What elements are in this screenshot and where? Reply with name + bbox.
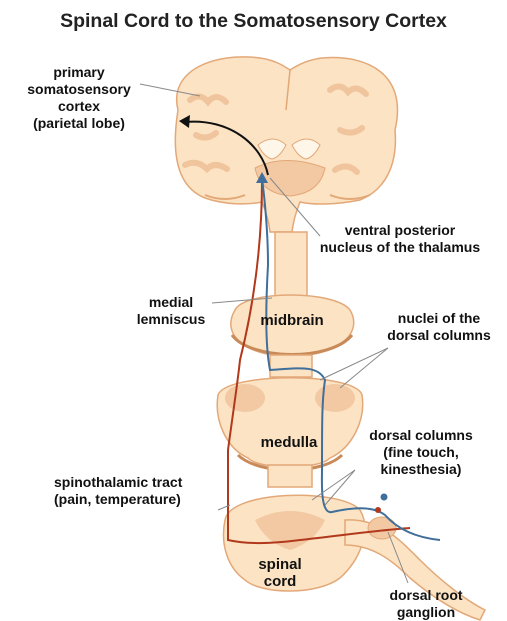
- lemniscus-label-line-1: medial: [128, 294, 214, 311]
- spinal-cord-label-line-1: spinal: [250, 556, 310, 573]
- dorsal-nuclei-leader-1: [320, 348, 388, 380]
- cortex-label-line-4: (parietal lobe): [12, 115, 146, 132]
- ganglion-blue-dot: [381, 494, 388, 501]
- spinal-cord-label-line-2: cord: [250, 573, 310, 590]
- spinothalamic-tract-label: spinothalamic tract (pain, temperature): [54, 474, 224, 508]
- dorsal-root-ganglion-label: dorsal root ganglion: [376, 587, 476, 621]
- dorsal-nuclei-leader-2: [340, 348, 388, 388]
- medulla-nucleus-right: [315, 384, 355, 412]
- medial-lemniscus-label: medial lemniscus: [128, 294, 214, 328]
- dorsal-columns-label-line-1: dorsal columns: [352, 427, 490, 444]
- dorsal-columns-label: dorsal columns (fine touch, kinesthesia): [352, 427, 490, 478]
- thalamus-label-line-1: ventral posterior: [300, 222, 500, 239]
- thalamus-label: ventral posterior nucleus of the thalamu…: [300, 222, 500, 256]
- brain-section: [175, 57, 397, 232]
- dorsal-nuclei-label-line-1: nuclei of the: [374, 310, 504, 327]
- medulla-nucleus-left: [225, 384, 265, 412]
- dorsal-root-label-line-2: ganglion: [376, 604, 476, 621]
- thalamus-label-line-2: nucleus of the thalamus: [300, 239, 500, 256]
- cortex-label-line-1: primary: [12, 64, 146, 81]
- lower-stem: [268, 465, 312, 487]
- cortex-label-line-2: somatosensory: [12, 81, 146, 98]
- brain-outline: [175, 57, 397, 232]
- ganglion-red-dot: [375, 507, 381, 513]
- dorsal-columns-label-line-2: (fine touch,: [352, 444, 490, 461]
- cortex-label: primary somatosensory cortex (parietal l…: [12, 64, 146, 132]
- lemniscus-label-line-2: lemniscus: [128, 311, 214, 328]
- medulla-label: medulla: [244, 434, 334, 451]
- dorsal-root-ganglion-body: [368, 517, 396, 539]
- spinal-cord-label: spinal cord: [250, 556, 310, 590]
- dorsal-columns-label-line-3: kinesthesia): [352, 461, 490, 478]
- dorsal-column-nuclei-label: nuclei of the dorsal columns: [374, 310, 504, 344]
- midbrain-label: midbrain: [242, 312, 342, 329]
- dorsal-nuclei-label-line-2: dorsal columns: [374, 327, 504, 344]
- dorsal-root-label-line-1: dorsal root: [376, 587, 476, 604]
- mid-stem: [270, 355, 312, 377]
- spinothalamic-label-line-2: (pain, temperature): [54, 491, 224, 508]
- cortex-label-line-3: cortex: [12, 98, 146, 115]
- spinothalamic-label-line-1: spinothalamic tract: [54, 474, 224, 491]
